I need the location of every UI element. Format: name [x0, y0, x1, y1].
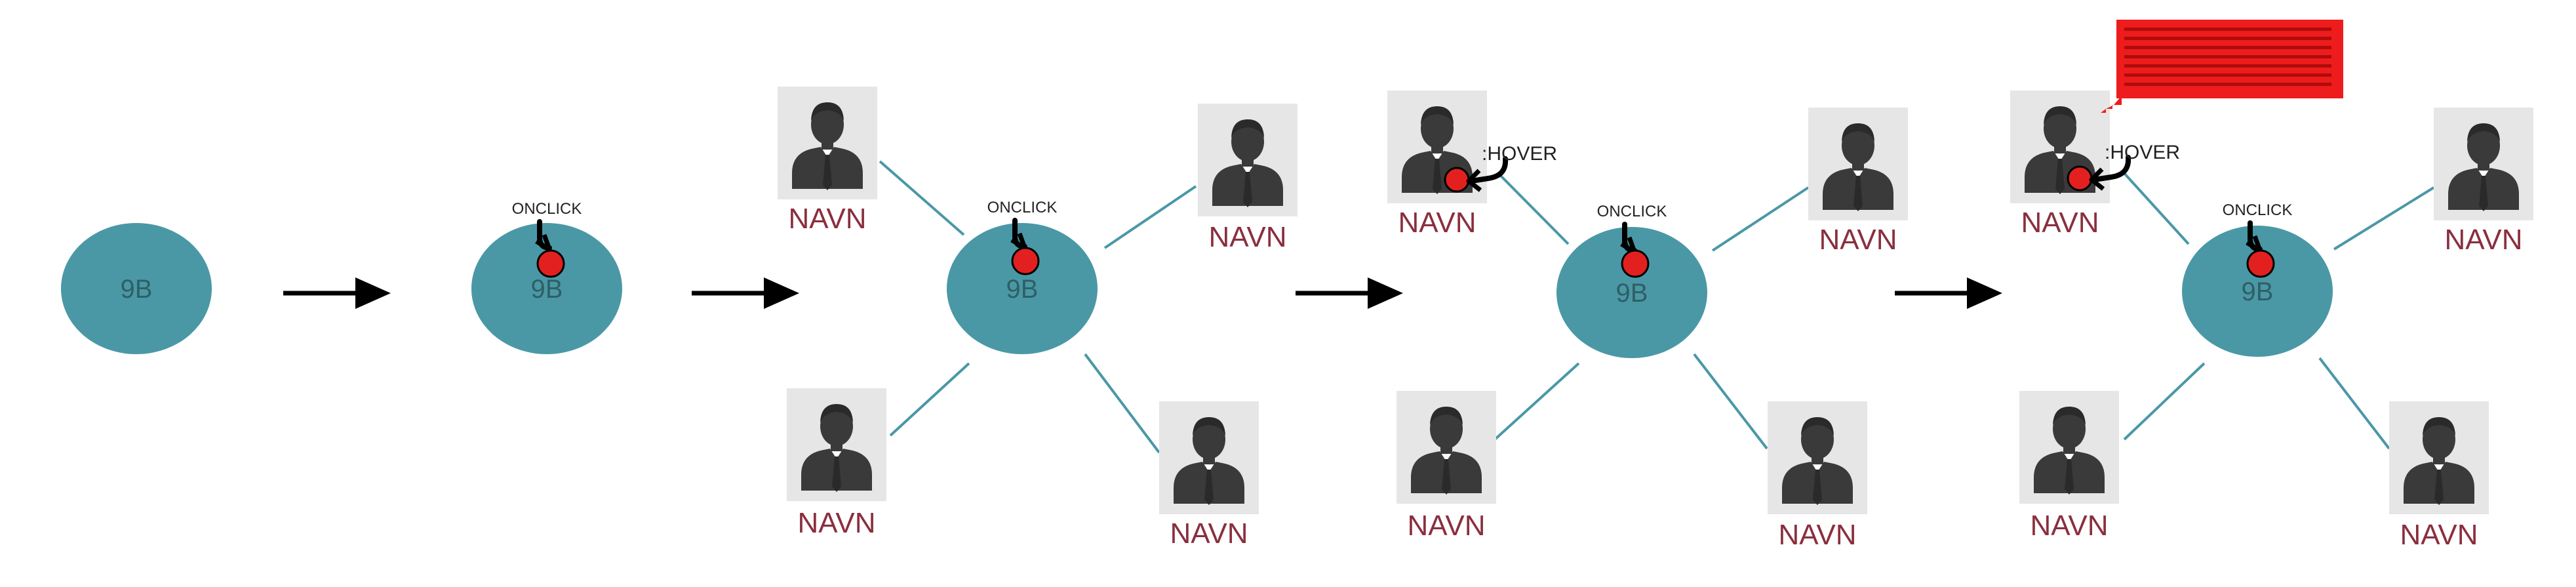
onclick-label: ONCLICK [1597, 203, 1667, 220]
group-circle[interactable] [471, 223, 622, 354]
person-name: NAVN [1170, 517, 1248, 550]
cursor-dot-icon [2246, 249, 2275, 278]
arrow-right-icon [1296, 277, 1403, 309]
person-card-top-left[interactable] [2010, 91, 2110, 203]
group-circle-label: 9B [1006, 275, 1039, 304]
onclick-label: ONCLICK [987, 199, 1058, 216]
person-name: NAVN [1779, 519, 1857, 551]
hover-pointer-icon [1469, 156, 1509, 184]
person-card-top-right[interactable] [1198, 104, 1298, 216]
cursor-dot-icon [1621, 249, 1650, 278]
stage-1: 9B [61, 223, 212, 354]
group-circle-label: 9B [2242, 277, 2274, 306]
person-card-top-left[interactable] [778, 87, 877, 199]
onclick-label: ONCLICK [512, 200, 582, 218]
group-circle[interactable] [947, 223, 1098, 354]
person-name: NAVN [1408, 510, 1486, 542]
person-name: NAVN [2400, 519, 2478, 551]
person-card-bottom-left[interactable] [787, 388, 886, 501]
person-card-top-right[interactable] [1808, 108, 1908, 220]
cursor-dot-icon [536, 249, 565, 278]
stage-3: 9B ONCLICK NAVN NAVN NAVN NAVN [778, 87, 1298, 550]
tooltip-placeholder-text [2124, 28, 2331, 86]
group-circle-label: 9B [1616, 279, 1648, 308]
person-card-bottom-left[interactable] [1397, 391, 1496, 504]
hover-label: :HOVER [1482, 143, 1557, 165]
cursor-dot-icon [2067, 165, 2093, 192]
onclick-label: ONCLICK [2223, 201, 2293, 219]
stage-5: 9B ONCLICK NAVN :HOVER [2010, 20, 2533, 551]
person-name: NAVN [789, 203, 867, 235]
group-circle[interactable] [1556, 227, 1707, 358]
arrow-right-icon [283, 277, 391, 309]
stage-4: 9B ONCLICK NAVN :HOVER NAVN NAVN NAVN [1387, 91, 1908, 551]
hover-label: :HOVER [2105, 142, 2180, 163]
tooltip-box [2116, 20, 2343, 98]
person-name: NAVN [1398, 207, 1476, 239]
group-circle[interactable] [61, 223, 212, 354]
person-card-bottom-right[interactable] [2389, 401, 2489, 514]
person-name: NAVN [798, 507, 876, 539]
person-name: NAVN [2021, 207, 2099, 239]
cursor-dot-icon [1444, 167, 1470, 193]
speech-bubble-icon [2101, 20, 2343, 113]
group-circle-label: 9B [531, 275, 563, 304]
arrow-right-icon [1895, 277, 2002, 309]
arrow-right-icon [692, 277, 799, 309]
group-circle-label: 9B [121, 275, 153, 304]
person-card-bottom-right[interactable] [1768, 401, 1867, 514]
hover-pointer-icon [2091, 155, 2131, 182]
stage-2: 9B ONCLICK [471, 200, 622, 354]
person-card-bottom-right[interactable] [1159, 401, 1259, 514]
person-name: NAVN [1209, 221, 1287, 253]
group-circle[interactable] [2182, 226, 2333, 357]
cursor-dot-icon [1011, 247, 1040, 275]
person-name: NAVN [1819, 224, 1897, 256]
person-name: NAVN [2445, 224, 2523, 256]
person-card-top-right[interactable] [2434, 108, 2533, 220]
person-name: NAVN [2031, 510, 2109, 542]
person-card-bottom-left[interactable] [2019, 391, 2119, 504]
